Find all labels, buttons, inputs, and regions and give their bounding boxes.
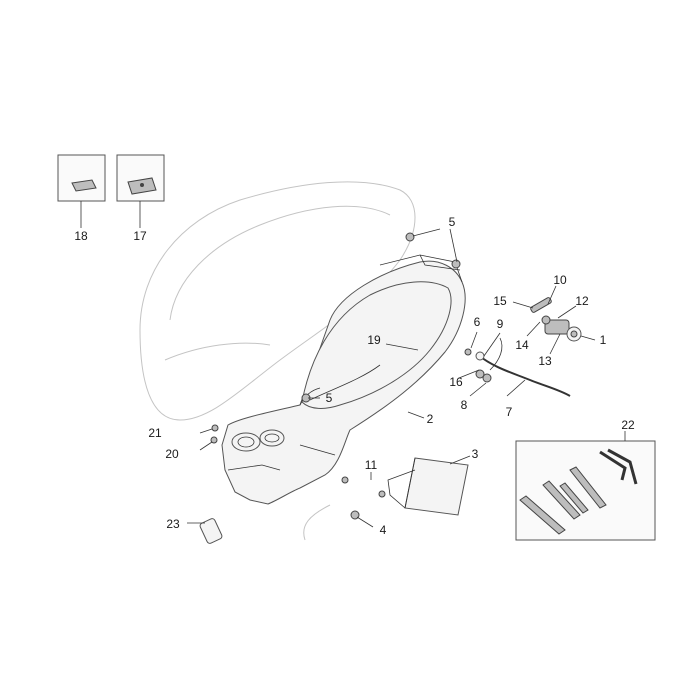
- callout-4: 4: [380, 523, 387, 537]
- callout-6: 6: [474, 315, 481, 329]
- callout-23: 23: [166, 517, 180, 531]
- callout-11: 11: [365, 458, 378, 472]
- clip-nut-icon: [57, 154, 165, 202]
- pin-icon: [464, 348, 472, 356]
- callout-5-inner: 5: [326, 391, 333, 405]
- cover-plate-icon: [387, 457, 469, 516]
- seat-lock-icon: [530, 297, 582, 342]
- nut-icon: [482, 373, 492, 383]
- leader-lines: [80, 201, 626, 528]
- callout-8: 8: [461, 398, 468, 412]
- callout-9: 9: [497, 317, 504, 331]
- callout-15: 15: [493, 294, 507, 308]
- callout-20: 20: [165, 447, 179, 461]
- callout-13: 13: [538, 354, 552, 368]
- callout-5-top: 5: [449, 215, 456, 229]
- callout-18: 18: [74, 229, 88, 243]
- cable-icon: [477, 337, 571, 397]
- callout-10: 10: [553, 273, 567, 287]
- callout-22: 22: [621, 418, 635, 432]
- callout-2: 2: [427, 412, 434, 426]
- callout-16: 16: [449, 375, 463, 389]
- callout-12: 12: [575, 294, 589, 308]
- callout-7: 7: [506, 405, 513, 419]
- callout-14: 14: [515, 338, 529, 352]
- screw-icon: [199, 232, 461, 544]
- callout-3: 3: [472, 447, 479, 461]
- tool-kit-icon: [515, 440, 656, 541]
- washer-icon: [475, 351, 485, 361]
- nut-icon: [475, 369, 485, 379]
- callout-labels: 18 17 5 19 5 2 3 11 4 21 20 23 6 9 16 8 …: [74, 215, 635, 537]
- callout-21: 21: [148, 426, 162, 440]
- callout-17: 17: [133, 229, 147, 243]
- helmet-compartment-icon: [221, 254, 466, 505]
- callout-1: 1: [600, 333, 607, 347]
- callout-19: 19: [367, 333, 381, 347]
